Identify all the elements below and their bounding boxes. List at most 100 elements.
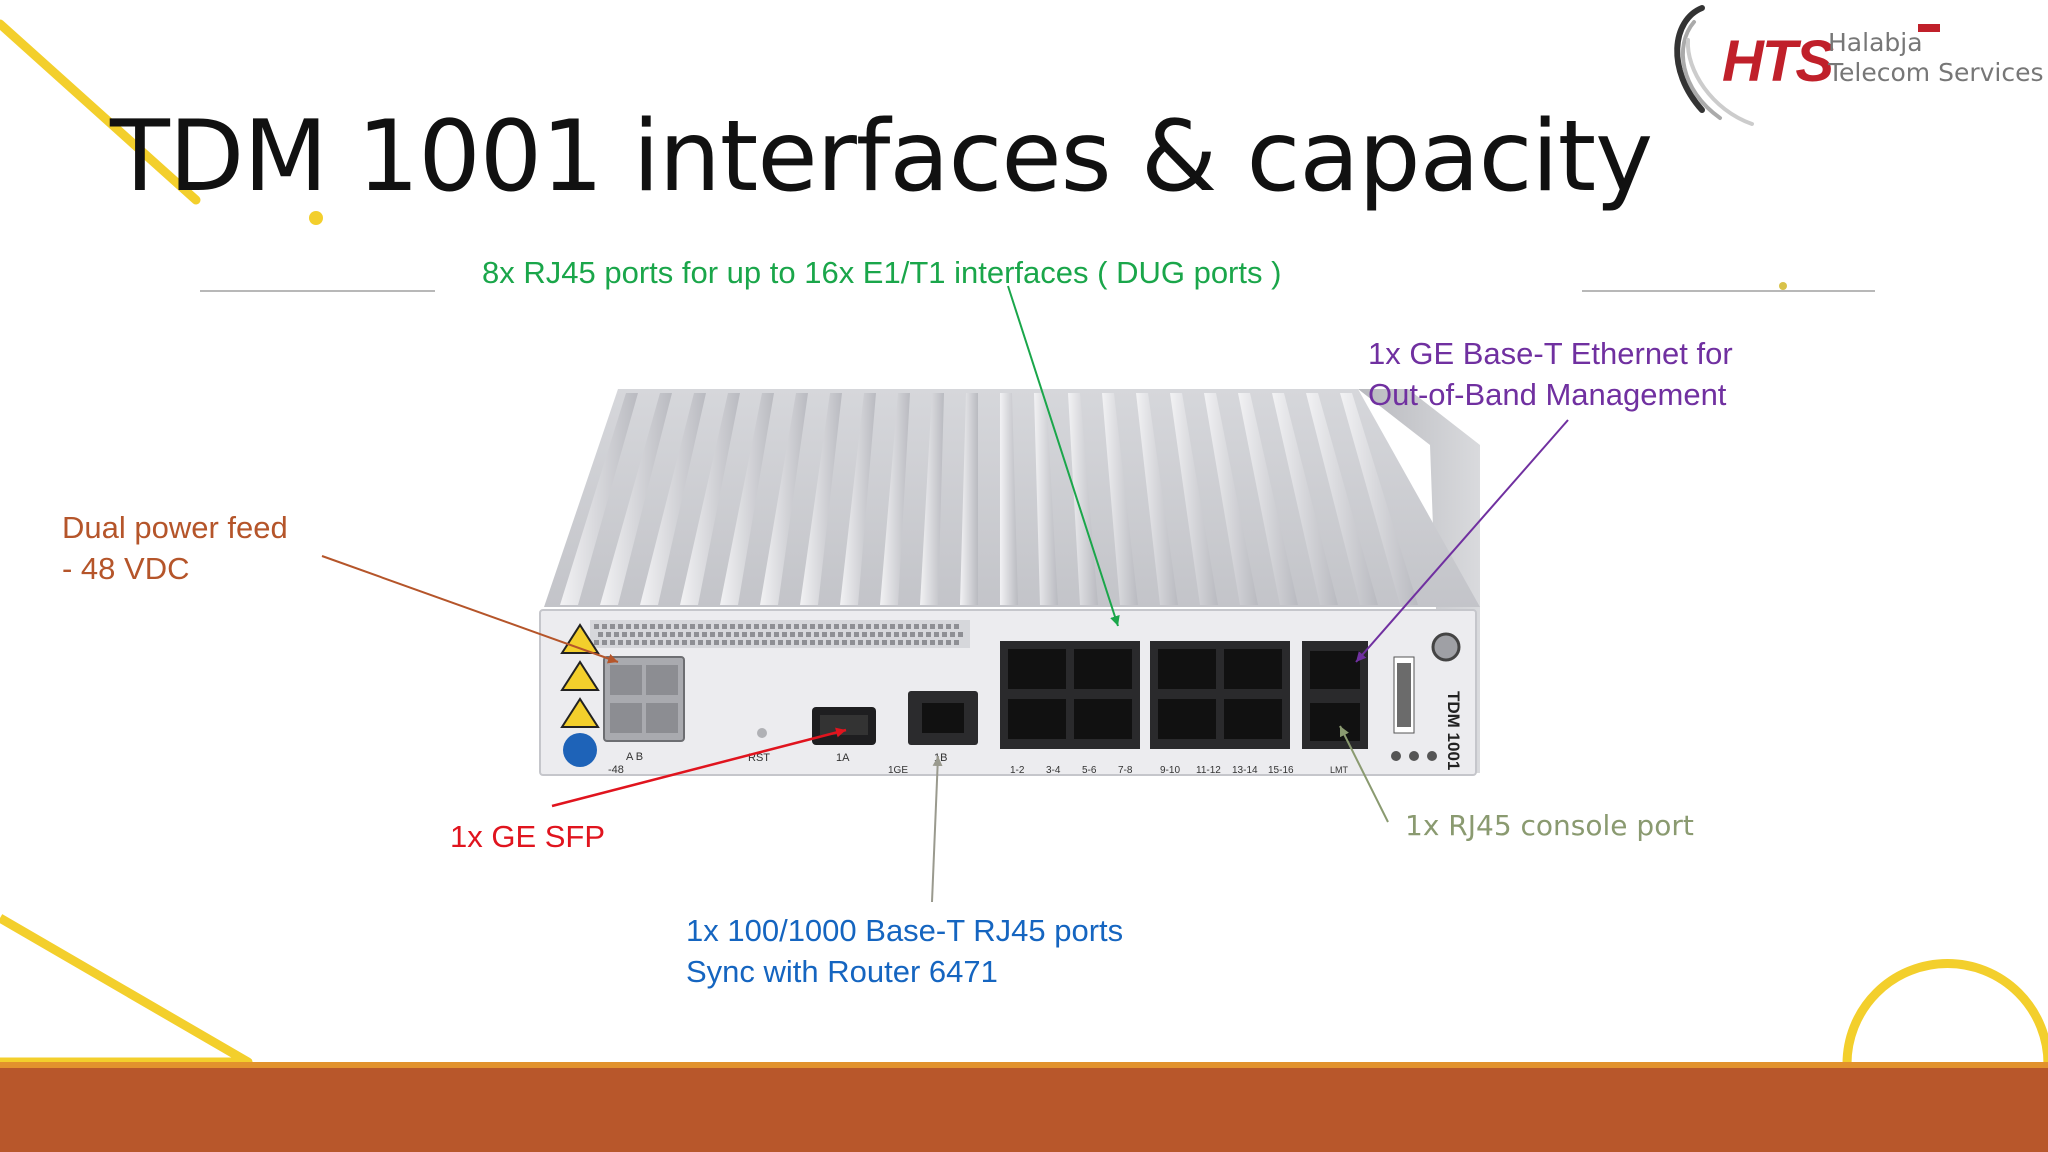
vent-hole — [894, 632, 899, 637]
vent-hole — [818, 640, 823, 645]
dug-port-label: 1-2 — [1010, 765, 1025, 776]
vent-hole — [958, 632, 963, 637]
vent-hole — [618, 640, 623, 645]
dug-rj45-port[interactable] — [1074, 649, 1132, 689]
heatsink-fin — [760, 393, 808, 605]
vent-hole — [882, 640, 887, 645]
vent-hole — [858, 624, 863, 629]
dug-rj45-port[interactable] — [1224, 649, 1282, 689]
vent-hole — [754, 640, 759, 645]
reset-button[interactable] — [757, 728, 767, 738]
vent-hole — [754, 624, 759, 629]
vent-hole — [850, 624, 855, 629]
vent-hole — [922, 640, 927, 645]
heatsink-fin — [1204, 393, 1258, 605]
vent-hole — [850, 640, 855, 645]
heatsink-fin — [920, 393, 944, 605]
oob-ethernet-port[interactable] — [1310, 651, 1360, 689]
vent-hole — [770, 624, 775, 629]
vent-hole — [626, 640, 631, 645]
sfp-port-label: 1A — [836, 752, 850, 764]
vent-hole — [750, 632, 755, 637]
vent-hole — [742, 632, 747, 637]
vent-hole — [682, 624, 687, 629]
vent-hole — [914, 624, 919, 629]
vent-hole — [930, 624, 935, 629]
logo-brand-text: HTS — [1722, 29, 1834, 94]
vent-hole — [610, 640, 615, 645]
vent-hole — [834, 640, 839, 645]
vent-hole — [602, 640, 607, 645]
dug-rj45-port[interactable] — [1158, 649, 1216, 689]
heatsink-fin — [840, 393, 876, 605]
vent-hole — [606, 632, 611, 637]
heatsink-fin — [800, 393, 842, 605]
vent-hole — [650, 640, 655, 645]
label-dug-ports-text: 8x RJ45 ports for up to 16x E1/T1 interf… — [482, 255, 1282, 290]
dug-port-label: 9-10 — [1160, 765, 1180, 776]
vent-hole — [802, 624, 807, 629]
dug-rj45-port[interactable] — [1074, 699, 1132, 739]
vent-hole — [886, 632, 891, 637]
ge-group-label: 1GE — [888, 765, 908, 776]
vent-hole — [690, 640, 695, 645]
heatsink-fin — [720, 393, 774, 605]
label-oob-line2: Out-of-Band Management — [1368, 377, 1727, 412]
vent-hole — [906, 624, 911, 629]
vent-hole — [690, 624, 695, 629]
vent-hole — [602, 624, 607, 629]
vent-hole — [918, 632, 923, 637]
dug-rj45-port[interactable] — [1158, 699, 1216, 739]
vent-hole — [934, 632, 939, 637]
vent-hole — [778, 640, 783, 645]
dug-port-label: 5-6 — [1082, 765, 1097, 776]
vent-hole — [746, 640, 751, 645]
heatsink-fin — [640, 393, 706, 605]
dug-rj45-port[interactable] — [1008, 699, 1066, 739]
vent-hole — [634, 640, 639, 645]
vent-hole — [778, 624, 783, 629]
vent-hole — [670, 632, 675, 637]
vent-hole — [646, 632, 651, 637]
vent-hole — [938, 624, 943, 629]
vent-hole — [854, 632, 859, 637]
vent-hole — [714, 640, 719, 645]
slide-title: TDM 1001 interfaces & capacity — [110, 100, 1653, 214]
dug-rj45-port[interactable] — [1224, 699, 1282, 739]
vent-hole — [898, 640, 903, 645]
dug-rj45-port[interactable] — [1008, 649, 1066, 689]
device-model-label: TDM 1001 — [1444, 691, 1463, 770]
dug-port-label: 13-14 — [1232, 765, 1258, 776]
vent-hole — [874, 640, 879, 645]
vent-hole — [786, 640, 791, 645]
heatsink-fin — [600, 393, 672, 605]
vent-hole — [762, 640, 767, 645]
heatsink-fin — [960, 393, 978, 605]
vent-hole — [946, 640, 951, 645]
vent-hole — [622, 632, 627, 637]
vent-hole — [930, 640, 935, 645]
vent-hole — [794, 640, 799, 645]
vent-hole — [746, 624, 751, 629]
vent-hole — [790, 632, 795, 637]
vent-hole — [614, 632, 619, 637]
vent-hole — [666, 640, 671, 645]
vent-hole — [714, 624, 719, 629]
vent-hole — [738, 624, 743, 629]
heatsink-fin — [680, 393, 740, 605]
vent-hole — [870, 632, 875, 637]
heatsink-fin — [880, 393, 910, 605]
vent-hole — [906, 640, 911, 645]
vent-hole — [846, 632, 851, 637]
dug-port-label: 3-4 — [1046, 765, 1061, 776]
console-port[interactable] — [1310, 703, 1360, 741]
vent-hole — [730, 640, 735, 645]
label-console-text: 1x RJ45 console port — [1405, 809, 1694, 842]
heatsink-fin — [1272, 393, 1338, 605]
heatsink-fin — [560, 393, 638, 605]
vent-hole — [786, 624, 791, 629]
hts-swirl-icon — [1674, 5, 1754, 126]
vent-hole — [626, 624, 631, 629]
vent-hole — [726, 632, 731, 637]
